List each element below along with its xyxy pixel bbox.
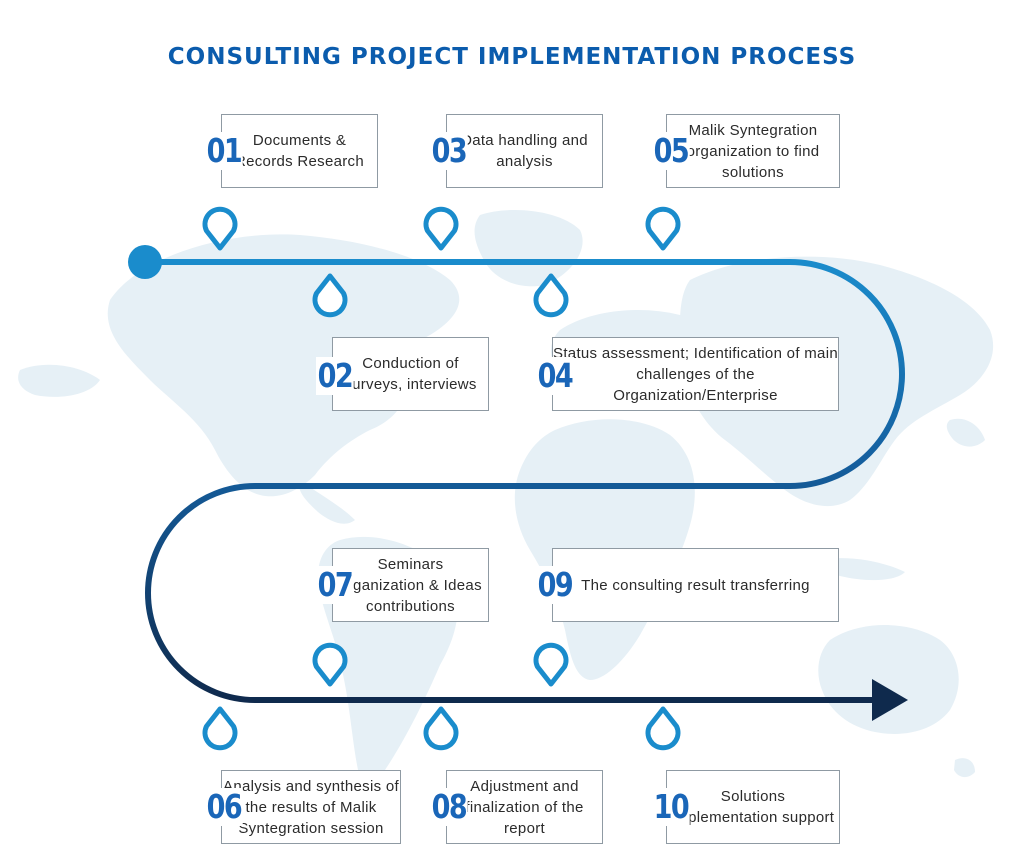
step-box: Solutions implementation support: [666, 770, 840, 844]
step-number: 10: [652, 787, 690, 826]
location-pin-icon: [645, 206, 681, 251]
location-pin-icon: [202, 206, 238, 251]
world-map-background: [18, 210, 994, 782]
step-label: Conduction of surveys, interviews: [344, 355, 477, 393]
step-label: Adjustment and finalization of the repor…: [465, 777, 584, 837]
page-title: CONSULTING PROJECT IMPLEMENTATION PROCES…: [167, 44, 857, 70]
step-label: Solutions implementation support: [671, 788, 835, 826]
step-label: Status assessment; Identification of mai…: [553, 344, 838, 404]
step-number: 07: [316, 565, 354, 604]
arrow-head: [872, 679, 908, 721]
step-box: Conduction of surveys, interviews: [332, 337, 489, 411]
step-label: Malik Syntegration organization to find …: [686, 121, 820, 181]
step-box: Malik Syntegration organization to find …: [666, 114, 840, 188]
step-label: Documents & Records Research: [234, 132, 365, 170]
step-number: 02: [316, 356, 354, 395]
step-number: 06: [205, 787, 243, 826]
location-pin-icon: [533, 273, 569, 318]
step-label: The consulting result transferring: [581, 576, 810, 594]
step-label: Analysis and synthesis of the results of…: [223, 777, 399, 837]
step-number: 04: [536, 356, 574, 395]
location-pin-icon: [423, 706, 459, 751]
start-dot: [128, 245, 162, 279]
location-pin-icon: [533, 642, 569, 687]
step-number: 05: [652, 131, 690, 170]
step-number: 09: [536, 565, 574, 604]
process-path: [128, 245, 908, 721]
location-pin-icon: [312, 273, 348, 318]
step-label: Data handling and analysis: [461, 132, 588, 170]
step-box: Data handling and analysis: [446, 114, 603, 188]
location-pin-icon: [423, 206, 459, 251]
step-box: Seminars organization & Ideas contributi…: [332, 548, 489, 622]
location-pin-icon: [312, 642, 348, 687]
step-box: The consulting result transferring: [552, 548, 839, 622]
step-box: Status assessment; Identification of mai…: [552, 337, 839, 411]
location-pin-icon: [645, 706, 681, 751]
location-pin-icon: [202, 706, 238, 751]
step-number: 01: [205, 131, 243, 170]
step-box: Adjustment and finalization of the repor…: [446, 770, 603, 844]
step-box: Analysis and synthesis of the results of…: [221, 770, 401, 844]
step-number: 03: [430, 131, 468, 170]
step-box: Documents & Records Research: [221, 114, 378, 188]
step-label: Seminars organization & Ideas contributi…: [339, 555, 482, 615]
step-number: 08: [430, 787, 468, 826]
pins-layer: [202, 206, 681, 751]
